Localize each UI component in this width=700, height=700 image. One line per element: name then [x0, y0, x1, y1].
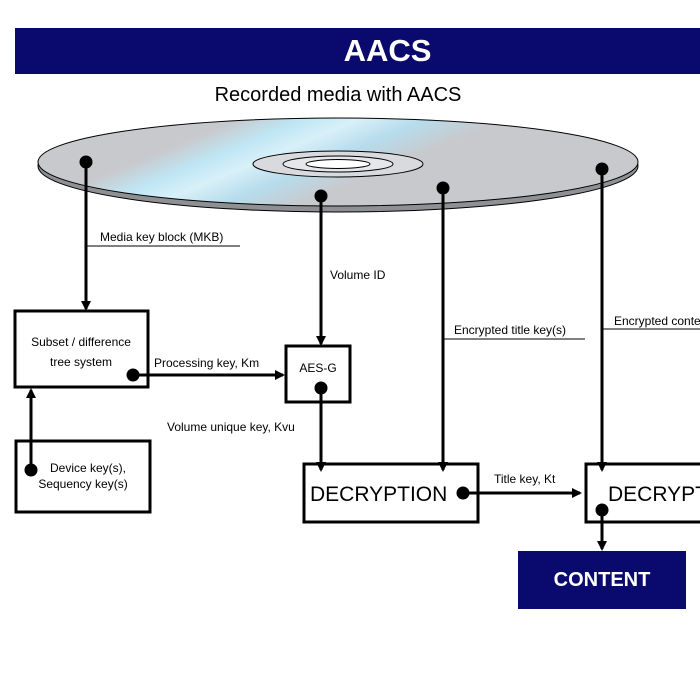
subset-difference-label-2: tree system: [50, 355, 112, 369]
volume-id-label: Volume ID: [330, 268, 386, 282]
page-title: AACS: [343, 33, 432, 68]
title-banner: AACS: [15, 28, 700, 74]
content-label: CONTENT: [553, 568, 651, 591]
diagram-subtitle: Recorded media with AACS: [214, 84, 462, 106]
decryption-label-1: DECRYPTION: [310, 483, 447, 506]
decryption-label-2: DECRYPT: [608, 483, 700, 506]
processing-key-dot: [126, 368, 140, 382]
mkb-label: Media key block (MKB): [100, 230, 223, 244]
encrypted-title-key-dot: [436, 181, 450, 195]
subset-difference-label-1: Subset / difference: [31, 335, 131, 349]
processing-key-label: Processing key, Km: [154, 356, 259, 370]
aes-g-label: AES-G: [299, 361, 336, 375]
decryption-1-out-dot: [456, 486, 470, 500]
disc-hole: [305, 159, 371, 169]
disc: [37, 117, 639, 213]
decryption-2-out-dot: [595, 503, 609, 517]
title-key-label: Title key, Kt: [494, 472, 556, 486]
volume-unique-key-label: Volume unique key, Kvu: [167, 420, 295, 434]
encrypted-content-label: Encrypted conte: [614, 314, 700, 328]
encrypted-content-dot: [595, 162, 609, 176]
device-keys-dot: [24, 463, 38, 477]
mkb-dot: [79, 155, 93, 169]
device-keys-label-1: Device key(s),: [50, 461, 126, 475]
encrypted-title-keys-label: Encrypted title key(s): [454, 323, 566, 337]
volume-id-dot: [314, 189, 328, 203]
aes-g-out-dot: [314, 381, 328, 395]
device-keys-box: [14, 439, 152, 514]
device-keys-label-2: Sequency key(s): [38, 477, 127, 491]
subset-difference-box: [13, 309, 150, 389]
content-box: CONTENT: [518, 551, 686, 609]
